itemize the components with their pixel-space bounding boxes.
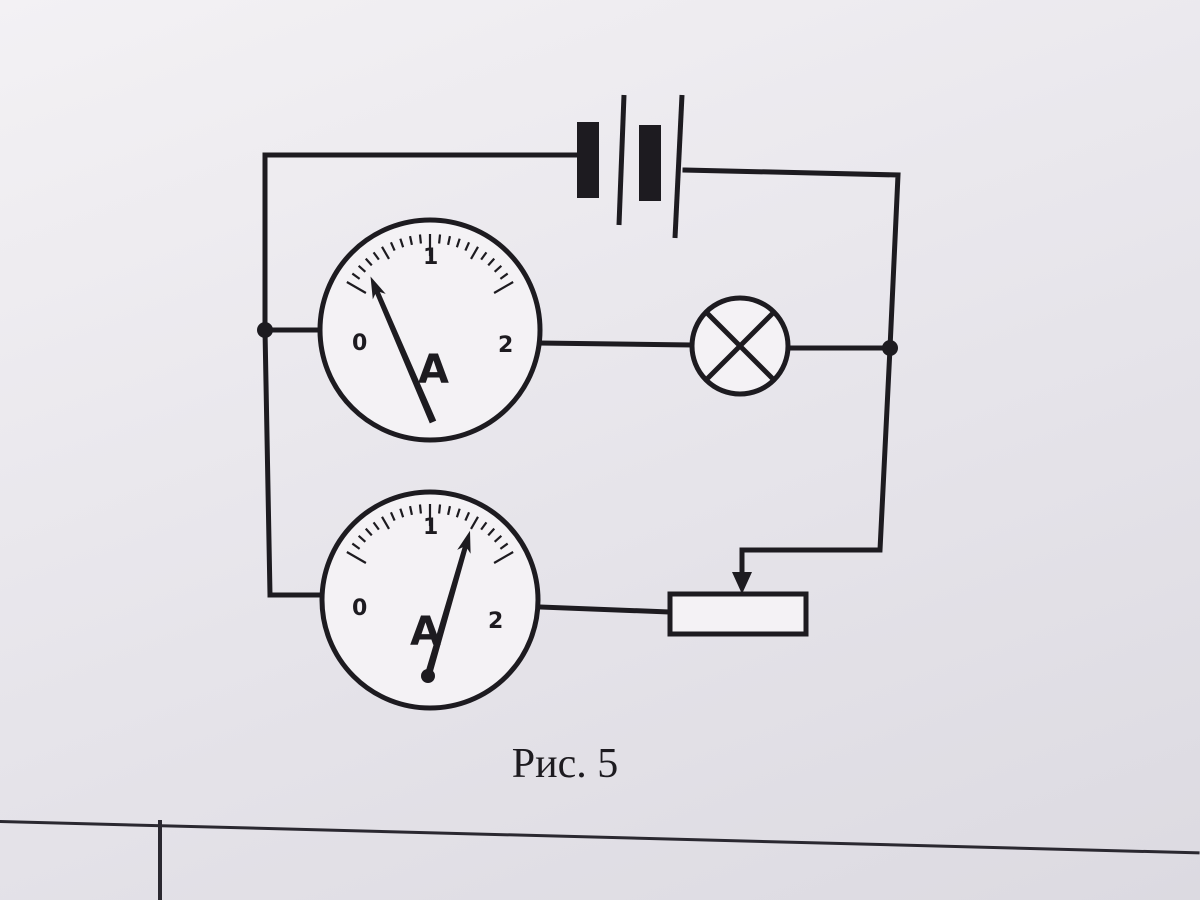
figure-caption: Рис. 5 bbox=[511, 741, 619, 787]
wire-left-vertical bbox=[262, 327, 273, 598]
lamp-symbol bbox=[689, 295, 791, 397]
scale-tick bbox=[372, 521, 380, 531]
junction-node-left bbox=[257, 322, 273, 338]
scale-tick bbox=[418, 504, 423, 514]
scale-tick bbox=[364, 527, 373, 537]
scale-tick bbox=[389, 511, 396, 521]
ammeter-bottom: 0 1 2 A bbox=[319, 489, 541, 711]
scale-tick bbox=[455, 508, 461, 518]
ammeter-bottom-label-0: 0 bbox=[352, 596, 367, 621]
scale-tick bbox=[408, 235, 413, 246]
scale-tick bbox=[364, 257, 373, 267]
scale-tick bbox=[437, 504, 442, 514]
wire-right-vertical bbox=[739, 345, 893, 581]
ammeter-top-scale-ticks bbox=[346, 234, 514, 294]
ammeter-top-label-2: 2 bbox=[498, 333, 513, 358]
ammeter-bottom-needle bbox=[424, 530, 471, 677]
scale-tick bbox=[399, 238, 405, 248]
ammeter-top-letter: A bbox=[418, 347, 449, 393]
scale-tick bbox=[480, 251, 488, 261]
scale-tick bbox=[389, 241, 396, 251]
scale-tick bbox=[346, 551, 367, 564]
scale-tick bbox=[493, 281, 514, 294]
scale-tick bbox=[351, 542, 361, 550]
scale-tick bbox=[480, 521, 488, 531]
battery-symbol bbox=[577, 94, 685, 239]
scale-tick bbox=[455, 238, 461, 248]
scale-tick bbox=[418, 234, 423, 244]
wire-meter-to-lamp bbox=[537, 340, 693, 348]
ammeter-top: 0 1 2 A bbox=[317, 217, 543, 443]
scale-tick bbox=[470, 246, 479, 260]
ammeter-bottom-label-1: 1 bbox=[423, 515, 438, 540]
scale-tick bbox=[381, 246, 390, 260]
ammeter-top-label-1: 1 bbox=[423, 245, 438, 270]
junction-node-right bbox=[882, 340, 898, 356]
scale-tick bbox=[464, 511, 471, 521]
ammeter-top-label-0: 0 bbox=[352, 331, 367, 356]
wire-top-right bbox=[682, 167, 901, 351]
wire-top-left bbox=[262, 152, 588, 333]
ammeter-top-needle bbox=[370, 276, 437, 424]
scale-tick bbox=[447, 505, 452, 516]
scale-tick bbox=[399, 508, 405, 518]
rheostat-slider-arrow bbox=[732, 572, 752, 594]
ammeter-bottom-label-2: 2 bbox=[488, 609, 503, 634]
scale-tick bbox=[351, 272, 361, 280]
scale-tick bbox=[493, 551, 514, 564]
scale-tick bbox=[447, 235, 452, 246]
scale-tick bbox=[487, 527, 496, 537]
wire-meter-to-rheostat bbox=[537, 604, 673, 615]
scale-tick bbox=[499, 542, 509, 550]
rheostat-symbol bbox=[667, 572, 809, 637]
notebook-vertical-line bbox=[158, 820, 162, 900]
scale-tick bbox=[357, 534, 367, 543]
scale-tick bbox=[357, 264, 367, 273]
scale-tick bbox=[493, 534, 503, 543]
ammeter-bottom-scale-ticks bbox=[346, 504, 514, 564]
scale-tick bbox=[493, 264, 503, 273]
scale-tick bbox=[464, 241, 471, 251]
scale-tick bbox=[499, 272, 509, 280]
scale-tick bbox=[346, 281, 367, 294]
scale-tick bbox=[487, 257, 496, 267]
scale-tick bbox=[408, 505, 413, 516]
scale-tick bbox=[381, 516, 390, 530]
scale-tick bbox=[437, 234, 442, 244]
scale-tick bbox=[470, 516, 479, 530]
scale-tick bbox=[372, 251, 380, 261]
